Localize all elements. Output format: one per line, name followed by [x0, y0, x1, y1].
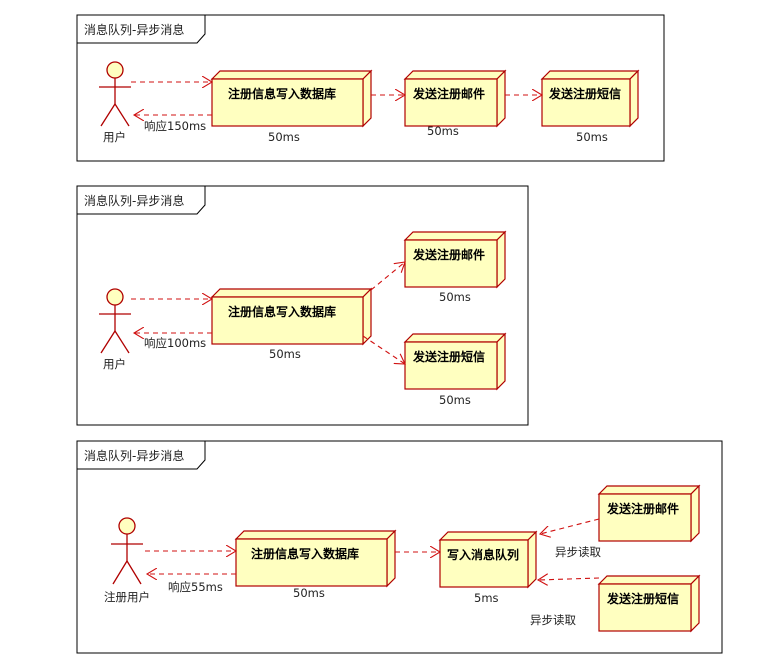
frame-1-time-db: 50ms — [268, 130, 300, 144]
frame-2-actor-icon — [99, 288, 131, 354]
frame-2-title: 消息队列-异步消息 — [84, 193, 184, 208]
frame-3-node-sms-label: 发送注册短信 — [606, 591, 679, 606]
frame-1-time-email: 50ms — [427, 124, 459, 138]
frame-3-title-tab — [76, 440, 206, 470]
frame-3-node-db-label: 注册信息写入数据库 — [251, 546, 359, 561]
frame-2-actor-label: 用户 — [103, 357, 126, 371]
frame-3-node-email: 发送注册邮件 — [597, 484, 701, 543]
frame-3-edge-sms-queue — [538, 578, 600, 580]
frame-1-title-tab — [76, 14, 206, 44]
frame-1-node-sms: 发送注册短信 — [540, 69, 640, 128]
frame-3-time-queue: 5ms — [474, 591, 499, 605]
frame-1-node-db-label: 注册信息写入数据库 — [228, 86, 336, 101]
frame-3-node-queue: 写入消息队列 — [438, 530, 538, 589]
frame-1-node-db: 注册信息写入数据库 — [210, 69, 373, 128]
frame-3-title: 消息队列-异步消息 — [84, 448, 184, 463]
frame-3-response-label: 响应55ms — [168, 580, 223, 594]
frame-2-time-sms: 50ms — [439, 393, 471, 407]
frame-2-time-db: 50ms — [269, 347, 301, 361]
frame-1-time-sms: 50ms — [576, 130, 608, 144]
frame-2-response-label: 响应100ms — [144, 336, 206, 350]
frame-3-async-label-sms: 异步读取 — [530, 613, 576, 627]
frame-2-title-tab — [76, 185, 206, 215]
frame-3-time-db: 50ms — [293, 586, 325, 600]
frame-1-node-sms-label: 发送注册短信 — [548, 86, 621, 101]
frame-2-node-sms-label: 发送注册短信 — [412, 349, 485, 364]
frame-1-response-label: 响应150ms — [144, 119, 206, 133]
frame-1-actor-label: 用户 — [103, 130, 126, 144]
frame-2-node-db: 注册信息写入数据库 — [210, 287, 373, 346]
frame-3-node-queue-label: 写入消息队列 — [447, 547, 519, 562]
frame-2: 消息队列-异步消息 用户 注册信息写入数据库 发送注册邮件 发送注册短信 — [76, 185, 529, 426]
frame-3-node-db: 注册信息写入数据库 — [234, 529, 397, 588]
frame-2-edge-db-email — [370, 262, 405, 291]
frame-2-node-email-label: 发送注册邮件 — [412, 247, 485, 262]
frame-2-time-email: 50ms — [439, 290, 471, 304]
frame-1-node-email-label: 发送注册邮件 — [412, 86, 485, 101]
frame-3-node-email-label: 发送注册邮件 — [606, 501, 679, 516]
frame-2-node-email: 发送注册邮件 — [403, 230, 507, 289]
frame-3-async-label-email: 异步读取 — [555, 545, 601, 559]
frame-1-actor-icon — [99, 61, 131, 127]
frame-3-edge-email-queue — [540, 518, 600, 534]
frame-1-title: 消息队列-异步消息 — [84, 22, 184, 37]
frame-2-node-sms: 发送注册短信 — [403, 332, 507, 391]
frame-1: 消息队列-异步消息 用户 注册信息写入数据库 发送注册邮件 — [76, 14, 665, 162]
frame-3-actor-label: 注册用户 — [104, 590, 150, 604]
frame-2-node-db-label: 注册信息写入数据库 — [228, 304, 336, 319]
frame-3-node-sms: 发送注册短信 — [597, 574, 701, 633]
frame-3: 消息队列-异步消息 注册用户 注册信息写入数据库 写入消息队列 发送注册邮件 — [76, 440, 723, 654]
frame-3-actor-icon — [111, 517, 143, 585]
frame-1-node-email: 发送注册邮件 — [403, 69, 507, 128]
